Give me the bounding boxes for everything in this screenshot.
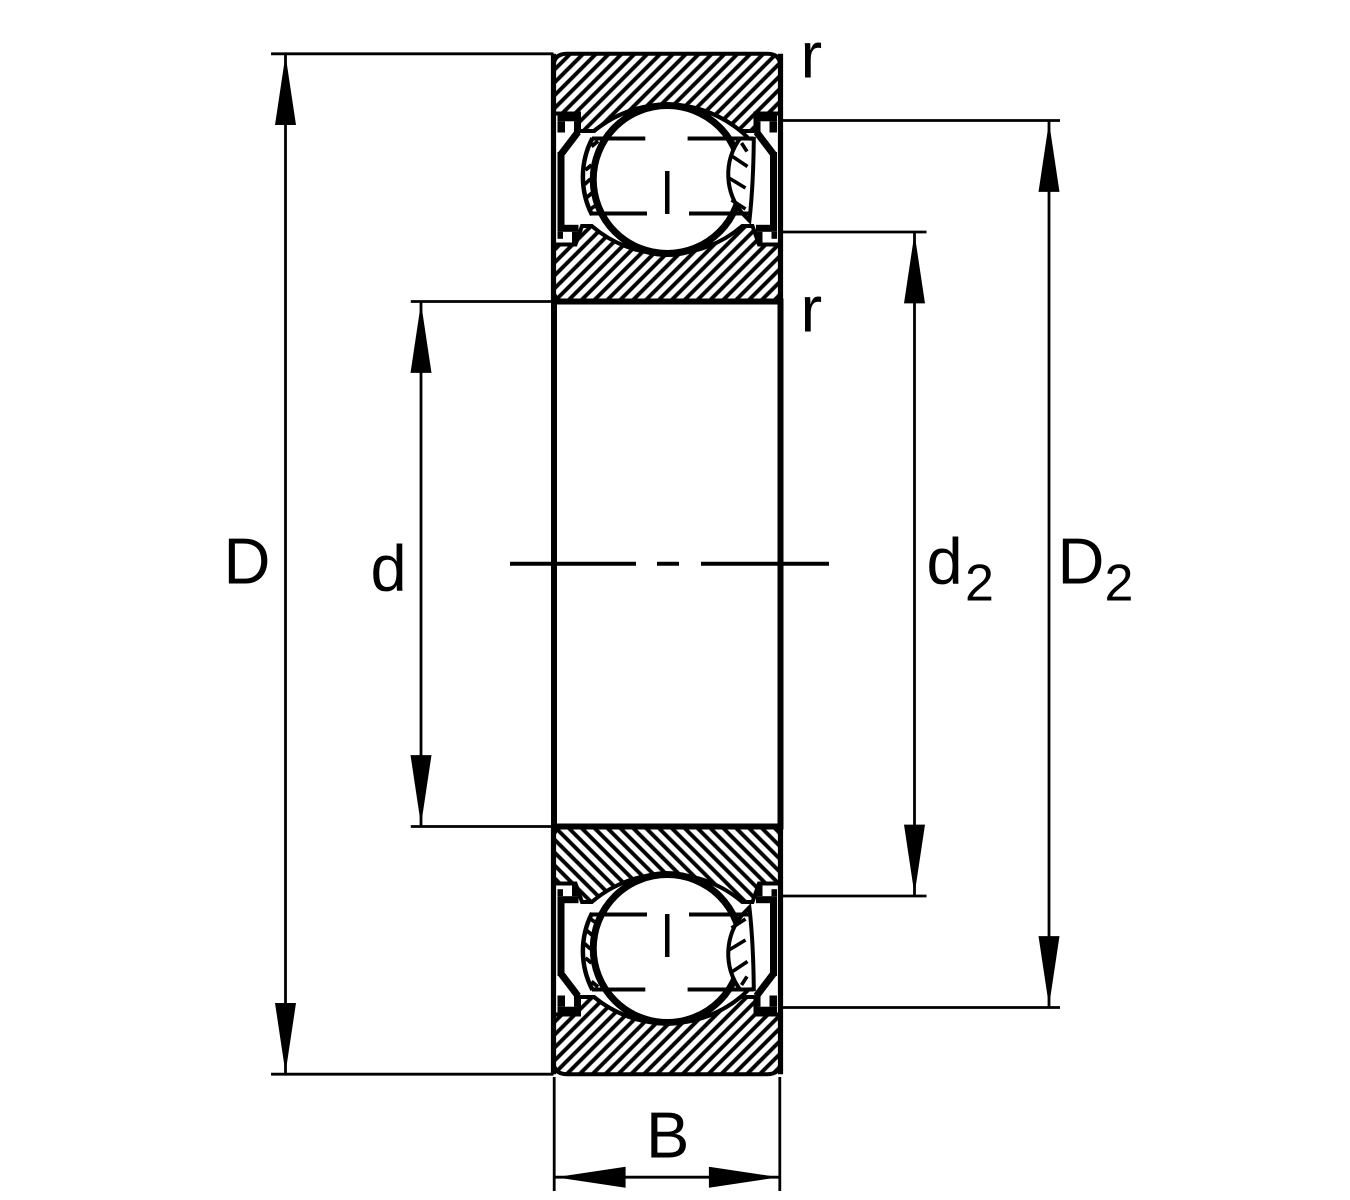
svg-text:2: 2 — [965, 555, 994, 613]
svg-text:2: 2 — [1105, 555, 1134, 613]
svg-text:d: d — [371, 532, 407, 605]
svg-text:d: d — [927, 525, 963, 598]
svg-text:r: r — [801, 273, 823, 346]
svg-text:D: D — [1058, 525, 1105, 598]
svg-text:D: D — [224, 525, 271, 598]
svg-text:r: r — [801, 19, 823, 92]
svg-text:B: B — [646, 1099, 689, 1172]
